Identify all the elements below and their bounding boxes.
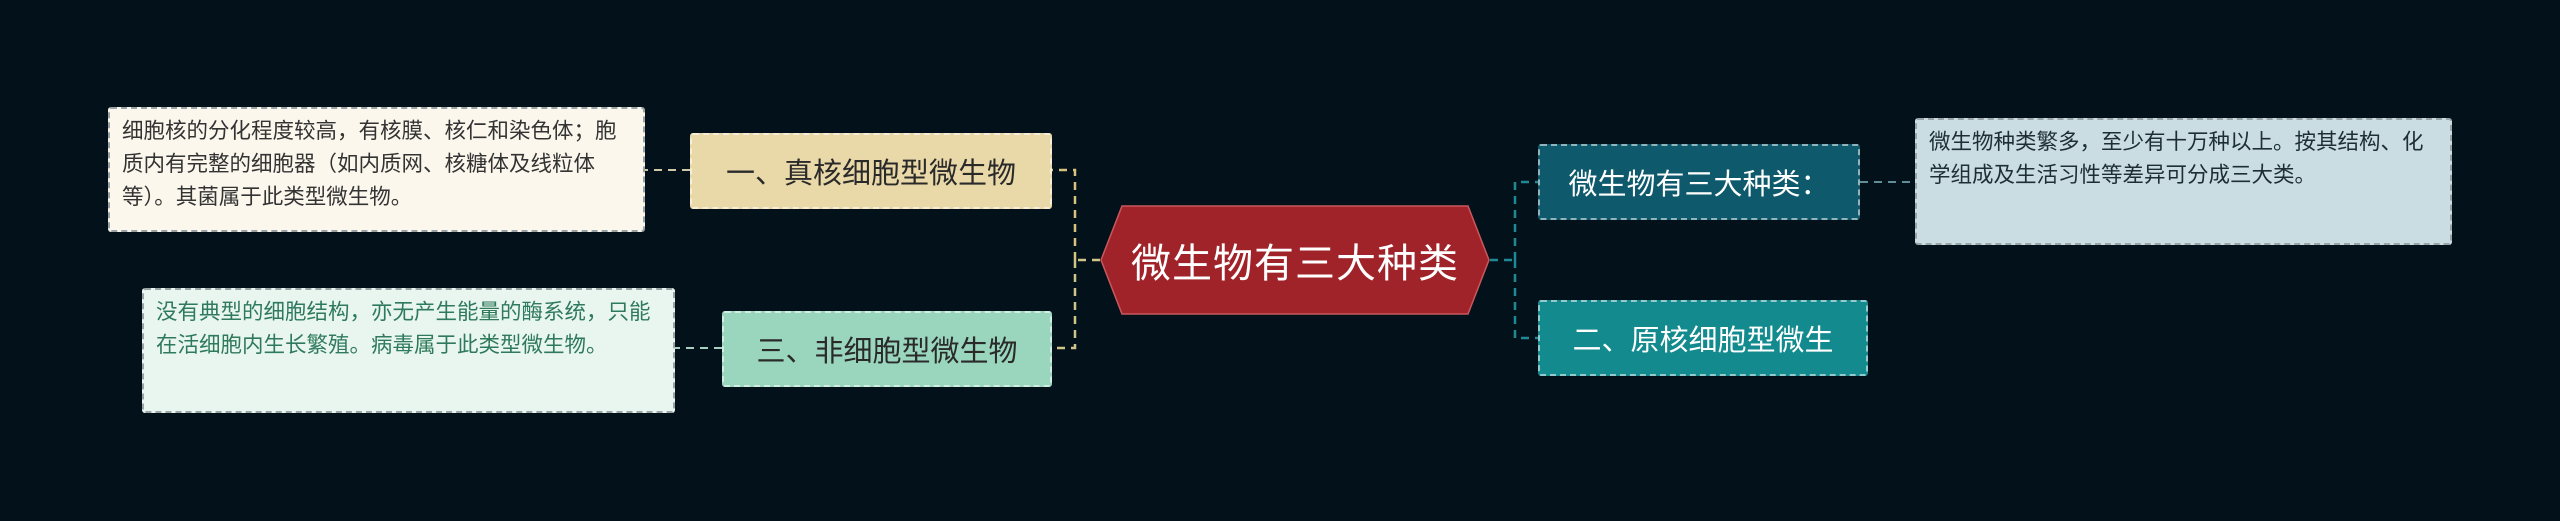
branch-prokaryote-label: 二、原核细胞型微生 xyxy=(1572,317,1833,359)
branch-intro[interactable]: 微生物有三大种类： xyxy=(1538,144,1860,220)
note-eukaryote[interactable]: 细胞核的分化程度较高，有核膜、核仁和染色体；胞质内有完整的细胞器（如内质网、核糖… xyxy=(108,107,645,232)
connector-to-eukaryote xyxy=(1052,170,1075,260)
connector-to-intro xyxy=(1515,182,1538,260)
branch-intro-label: 微生物有三大种类： xyxy=(1568,161,1829,203)
note-intro-text: 微生物种类繁多，至少有十万种以上。按其结构、化学组成及生活习性等差异可分成三大类… xyxy=(1929,130,2424,188)
connector-to-prokaryote xyxy=(1515,260,1538,338)
note-acellular-text: 没有典型的细胞结构，亦无产生能量的酶系统，只能在活细胞内生长繁殖。病毒属于此类型… xyxy=(156,300,651,358)
branch-acellular[interactable]: 三、非细胞型微生物 xyxy=(722,311,1052,387)
branch-acellular-label: 三、非细胞型微生物 xyxy=(756,328,1017,370)
note-intro[interactable]: 微生物种类繁多，至少有十万种以上。按其结构、化学组成及生活习性等差异可分成三大类… xyxy=(1915,118,2452,245)
central-topic[interactable]: 微生物有三大种类 xyxy=(1100,205,1490,315)
branch-eukaryote-label: 一、真核细胞型微生物 xyxy=(726,150,1016,192)
connector-to-acellular xyxy=(1052,260,1075,348)
branch-prokaryote[interactable]: 二、原核细胞型微生 xyxy=(1538,300,1868,376)
central-topic-label: 微生物有三大种类 xyxy=(1100,205,1490,315)
note-acellular[interactable]: 没有典型的细胞结构，亦无产生能量的酶系统，只能在活细胞内生长繁殖。病毒属于此类型… xyxy=(142,288,675,413)
branch-eukaryote[interactable]: 一、真核细胞型微生物 xyxy=(690,133,1052,209)
note-eukaryote-text: 细胞核的分化程度较高，有核膜、核仁和染色体；胞质内有完整的细胞器（如内质网、核糖… xyxy=(122,119,617,210)
